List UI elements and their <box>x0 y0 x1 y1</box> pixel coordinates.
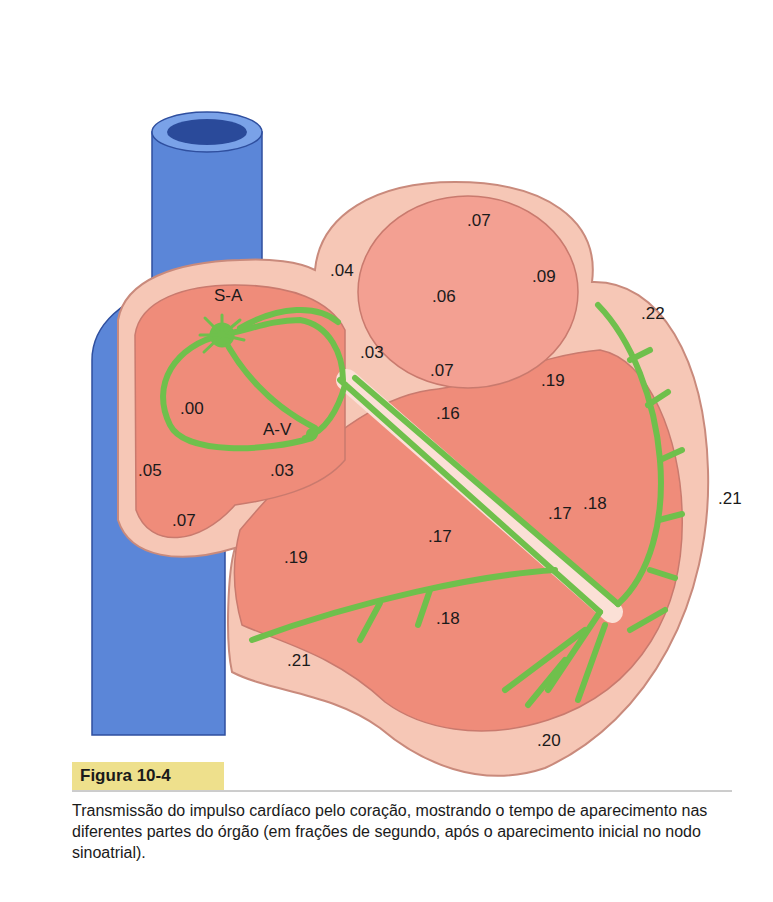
sa-node-spikes <box>200 315 244 352</box>
purkinje-twig <box>418 590 430 625</box>
purkinje-twig <box>578 625 605 700</box>
purkinje-twig <box>360 603 380 640</box>
purkinje-twig <box>630 350 650 360</box>
purkinje-twig <box>660 450 682 460</box>
interatrial-path <box>240 310 338 328</box>
time-label: .05 <box>138 462 162 479</box>
internodal-path <box>163 335 312 448</box>
time-label: .21 <box>287 652 311 669</box>
purkinje-twig <box>528 660 565 705</box>
purkinje-twig <box>659 514 682 520</box>
bundle-branch <box>340 380 600 612</box>
time-label: .18 <box>583 495 607 512</box>
vessel-opening <box>152 112 262 152</box>
node-name: A-V <box>263 421 291 438</box>
time-label: .06 <box>432 288 456 305</box>
sa-node <box>200 315 244 352</box>
time-label: .20 <box>537 732 561 749</box>
time-label: .21 <box>718 490 742 507</box>
time-label: .17 <box>548 505 572 522</box>
time-label: .03 <box>270 462 294 479</box>
time-label: .16 <box>436 405 460 422</box>
time-label: .03 <box>360 344 384 361</box>
purkinje-branch <box>598 305 661 604</box>
purkinje-twig <box>648 392 668 405</box>
figure-number: Figura 10-4 <box>80 766 171 786</box>
av-node <box>306 428 318 440</box>
time-label: .07 <box>430 362 454 379</box>
left-atrium <box>358 196 578 388</box>
caption-rule <box>72 791 732 792</box>
bundle-branch <box>355 378 618 604</box>
time-label: .17 <box>428 528 452 545</box>
time-label: .09 <box>532 268 556 285</box>
internodal-path <box>222 335 315 428</box>
time-label: .18 <box>436 610 460 627</box>
time-label: .22 <box>641 305 665 322</box>
time-label: .19 <box>541 372 565 389</box>
node-name: S-A <box>214 287 242 304</box>
time-label: .19 <box>284 549 308 566</box>
purkinje-twig <box>630 610 665 630</box>
time-label: .07 <box>172 512 196 529</box>
conduction-system <box>163 305 682 705</box>
time-label: .07 <box>467 212 491 229</box>
figure-caption: Transmissão do impulso cardíaco pelo cor… <box>72 800 737 863</box>
heart-wall <box>118 182 708 776</box>
right-atrium <box>135 285 345 538</box>
vessel-lumen <box>167 119 247 145</box>
time-label: .00 <box>180 400 204 417</box>
purkinje-branch <box>252 570 555 640</box>
time-label: .04 <box>330 262 354 279</box>
figure-label-band: Figura 10-4 <box>72 762 224 790</box>
purkinje-twig <box>650 570 675 578</box>
